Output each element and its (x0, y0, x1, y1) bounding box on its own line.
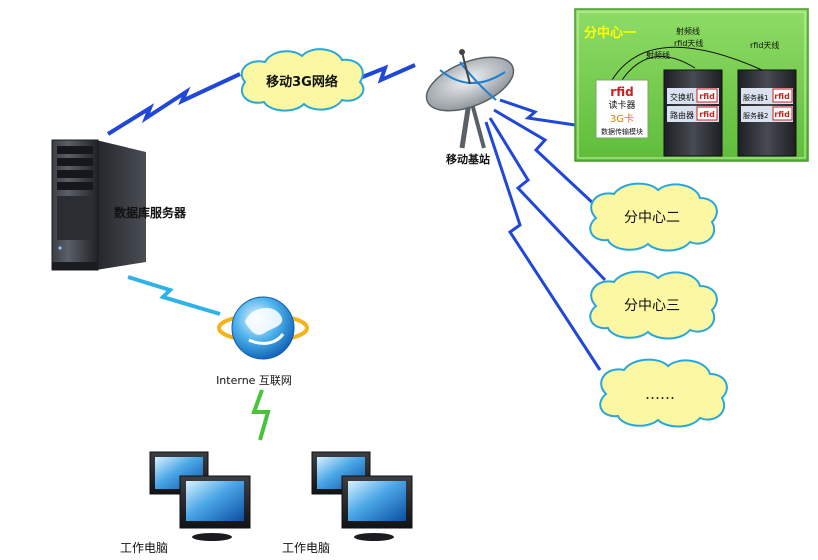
server-bay (57, 170, 93, 178)
cloud-shape (589, 182, 718, 252)
link-station-to-branch1 (499, 98, 576, 127)
server1-label: 服务器1 (743, 93, 768, 102)
cloud-shape (240, 48, 365, 112)
cloud-shape (599, 358, 728, 428)
rf-cable-label-2: 射频线 (646, 50, 670, 60)
reader-label: 读卡器 (608, 99, 635, 111)
link-station-to-branch2 (493, 108, 597, 207)
workstation-2[interactable] (311, 451, 413, 541)
server2-rfid-tag (772, 106, 793, 121)
branch-two-label: 分中心二 (624, 210, 680, 226)
server1-rfid-tag (772, 88, 793, 103)
server-side-panel (96, 140, 146, 270)
globe-e-mark (245, 307, 283, 335)
server2-label: 服务器2 (743, 111, 768, 120)
globe-e-mark (248, 333, 285, 345)
database-server[interactable] (51, 139, 146, 271)
rfid-antenna-label-1: rfid天线 (674, 38, 703, 48)
server-bay (57, 182, 93, 190)
rfid-reader-module[interactable] (595, 79, 649, 139)
branch-three-cloud[interactable] (589, 270, 718, 340)
server-led (58, 246, 62, 250)
server-bay (57, 146, 93, 154)
router-label: 路由器 (670, 110, 694, 120)
dish-feed-head (459, 49, 465, 55)
branch-more-cloud[interactable] (599, 358, 728, 428)
switch-label: 交换机 (670, 92, 694, 102)
link-3g-to-station (354, 63, 416, 84)
server-grille (57, 196, 93, 240)
link-server-to-3g (106, 72, 241, 136)
rf-cable-arc (611, 46, 763, 81)
link-station-to-branch3 (488, 117, 607, 282)
dish-feed (461, 51, 471, 85)
rack-switch-router[interactable] (663, 69, 723, 157)
monitor-stand (192, 533, 232, 541)
wireless-links (106, 63, 607, 441)
rack-servers[interactable] (737, 69, 797, 157)
rf-cable-arc (621, 55, 696, 81)
mobile-3g-network-label: 移动3G网络 (266, 74, 338, 90)
front-screen (348, 481, 406, 521)
branch-three-label: 分中心三 (624, 298, 680, 314)
reader-rfid-logo: rfid (610, 85, 633, 99)
internet-label: Interne 互联网 (216, 374, 292, 387)
server-base (52, 262, 98, 270)
router-rfid-tag-text: rfid (699, 110, 715, 119)
mobile-3g-network-cloud[interactable] (240, 48, 365, 112)
link-server-to-internet (127, 275, 221, 316)
switch-rfid-tag-text: rfid (699, 92, 715, 101)
rfid-antenna-label-2: rfid天线 (750, 40, 779, 50)
switch-rfid-tag (696, 88, 718, 103)
workstation-1-label: 工作电脑 (120, 541, 168, 555)
router-rfid-tag (696, 106, 718, 121)
reader-3g-card-label: 3G卡 (610, 112, 634, 125)
base-station-label: 移动基站 (446, 152, 490, 166)
cloud-shape (589, 270, 718, 340)
database-server-label: 数据库服务器 (114, 205, 187, 220)
branch-two-cloud[interactable] (589, 182, 718, 252)
dish-rib (459, 61, 497, 101)
front-screen (186, 481, 244, 521)
server-bay (57, 158, 93, 166)
server1-rfid-tag-text: rfid (774, 92, 790, 101)
base-station-dish[interactable] (419, 46, 521, 149)
branch-one-title: 分中心一 (584, 25, 636, 41)
dish-rib (439, 69, 506, 84)
reader-module-label: 数据传输模块 (601, 127, 643, 136)
rf-cable-label-1: 射频线 (676, 26, 700, 36)
link-station-to-branch-more (484, 121, 602, 371)
branch-one-inner-border (577, 11, 806, 159)
workstation-1[interactable] (149, 451, 251, 541)
internet-globe[interactable] (217, 296, 309, 360)
branch-more-label: …… (645, 385, 675, 403)
server2-rfid-tag-text: rfid (774, 110, 790, 119)
monitor-stand (354, 533, 394, 541)
link-internet-to-workstations (251, 389, 271, 441)
workstation-2-label: 工作电脑 (282, 541, 330, 555)
reader-box (595, 79, 649, 139)
